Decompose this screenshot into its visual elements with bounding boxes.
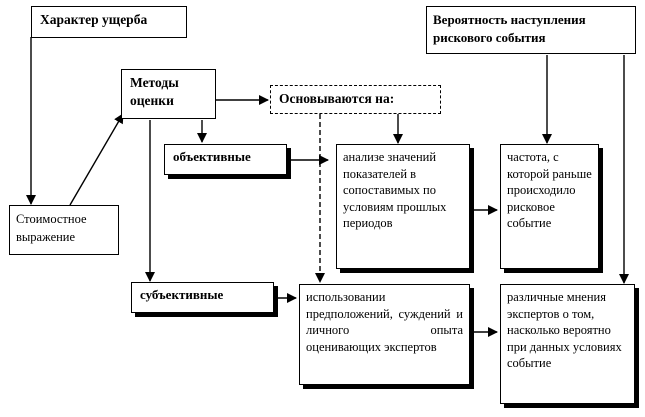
expert-opinions-label: различные мнения экспертов о том, наскол… <box>507 290 622 370</box>
arrow-value-to-methods <box>69 113 124 206</box>
box-damage-character: Характер ущерба <box>31 6 187 38</box>
box-expert-opinions: различные мнения экспертов о том, наскол… <box>500 284 635 404</box>
box-estimation-methods: Методы оценки <box>121 69 216 119</box>
box-analysis: анализе значений показателей в сопостави… <box>336 144 470 269</box>
box-based-on: Основываются на: <box>270 85 441 114</box>
estimation-methods-label: Методы оценки <box>130 75 179 109</box>
box-assumptions: использовании предположений, суждений и … <box>299 284 470 385</box>
analysis-label: анализе значений показателей в сопостави… <box>343 150 447 230</box>
event-probability-label: Вероятность наступления рискового событи… <box>433 12 586 45</box>
damage-character-label: Характер ущерба <box>40 12 148 27</box>
box-objective: объективные <box>164 144 287 175</box>
frequency-label: частота, с которой раньше происходило ри… <box>507 150 592 230</box>
subjective-label: субъективные <box>140 287 224 302</box>
assumptions-label: использовании предположений, суждений и … <box>306 290 463 354</box>
based-on-label: Основываются на: <box>279 91 395 106</box>
box-event-probability: Вероятность наступления рискового событи… <box>426 6 636 54</box>
box-frequency: частота, с которой раньше происходило ри… <box>500 144 599 269</box>
box-value-expression: Стоимостное выражение <box>9 205 119 255</box>
box-subjective: субъективные <box>131 282 274 313</box>
objective-label: объективные <box>173 149 251 164</box>
value-expression-label: Стоимостное выражение <box>16 212 87 245</box>
